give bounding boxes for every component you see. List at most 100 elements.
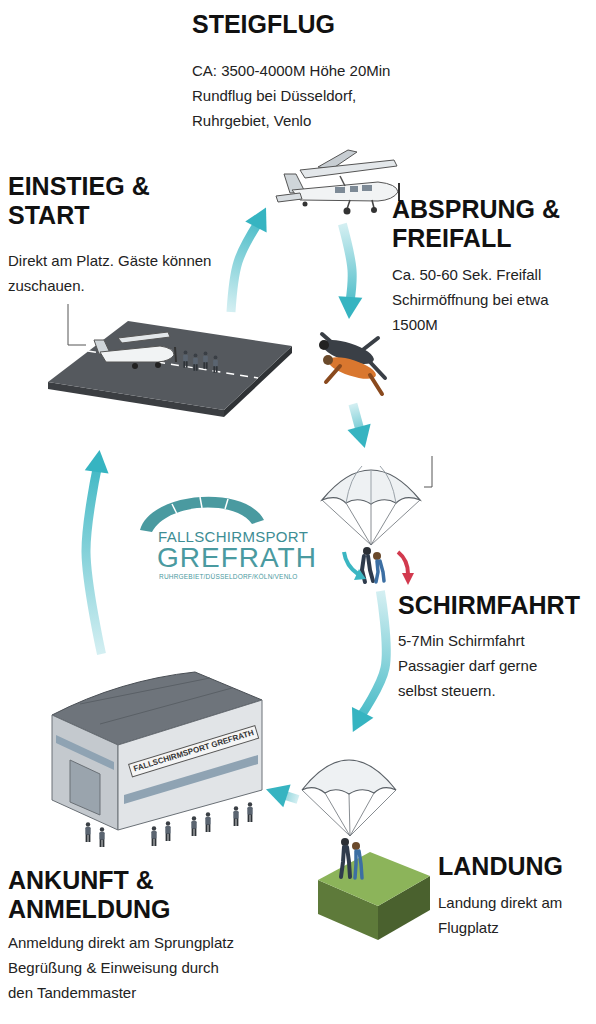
person <box>165 821 170 841</box>
ground-plane-prop <box>175 347 176 362</box>
stage-description: Landung direkt am Flugplatz <box>438 890 588 940</box>
jumper-body <box>376 561 384 582</box>
runway <box>48 321 292 417</box>
jumper-body <box>355 851 362 878</box>
steer-arrow <box>398 552 408 574</box>
window <box>362 185 372 191</box>
head <box>352 842 360 850</box>
steer-arrow <box>344 552 358 574</box>
hangar-building <box>52 672 262 847</box>
jumper-body <box>341 847 350 877</box>
leader-bracket <box>68 304 86 345</box>
door <box>70 760 100 815</box>
grass-top <box>318 852 430 906</box>
strut <box>340 176 345 186</box>
wing <box>300 160 397 178</box>
helmet <box>319 340 329 350</box>
stage-heading: ABSPRUNG & FREIFALL <box>392 195 588 253</box>
arrow-head <box>85 450 109 473</box>
head <box>363 547 371 555</box>
gear <box>372 200 374 208</box>
flow-arrow <box>347 404 370 448</box>
canopy-gores <box>346 466 396 504</box>
climb-plane <box>276 150 399 215</box>
tandem-freefall <box>319 334 385 394</box>
arrow-head <box>338 296 362 319</box>
wheel <box>155 362 161 368</box>
landing-scene <box>302 760 430 940</box>
side-wall <box>52 715 118 830</box>
canopy-stage: SCHIRMFAHRT5-7Min Schirmfahrt Passagier … <box>318 452 422 585</box>
stage-heading: SCHIRMFAHRT <box>398 591 588 620</box>
leader-bracket <box>424 456 432 487</box>
arrow-head <box>347 424 370 448</box>
front-wall <box>118 700 262 830</box>
window-band <box>56 735 114 770</box>
person <box>233 806 238 826</box>
canopy <box>302 760 396 794</box>
flow-arrow <box>352 591 386 732</box>
stage-description: Anmeldung direkt am Sprungplatz Begrüßun… <box>8 930 240 1005</box>
logo-tagline: RUHRGEBIET/DÜSSELDORF/KÖLN/VENLO <box>159 573 298 581</box>
person <box>183 351 188 368</box>
flow-arrow-line <box>342 224 352 301</box>
flow-arrow <box>338 224 362 319</box>
arrow-head <box>245 208 266 233</box>
window <box>350 186 358 192</box>
logo-mark <box>140 497 264 532</box>
arrow-head <box>352 707 373 732</box>
flow-arrow-line <box>361 591 386 716</box>
steer-arrow-head <box>354 569 366 580</box>
freefall-stage: ABSPRUNG & FREIFALLCa. 50-60 Sek. Freifa… <box>310 325 388 400</box>
stage-heading: ANKUNFT & ANMELDUNG <box>8 866 258 924</box>
wheel <box>344 208 351 215</box>
logo-name: GREFRATH <box>157 543 317 573</box>
suspension-lines <box>302 790 396 836</box>
arrow-head <box>266 785 291 808</box>
open-parachute <box>322 466 420 585</box>
climb-stage: STEIGFLUGCA: 3500-4000M Höhe 20Min Rundf… <box>272 148 400 218</box>
limb <box>326 366 340 382</box>
landing-stage: LANDUNGLandung direkt am Flugplatz <box>300 738 432 943</box>
person <box>203 352 208 369</box>
person <box>213 356 218 373</box>
steer-arrow-head <box>402 573 414 585</box>
person <box>191 816 196 836</box>
window <box>335 187 345 193</box>
person <box>151 826 156 846</box>
flow-arrow-line <box>353 404 360 431</box>
ground-plane-wing <box>118 332 170 343</box>
stage-heading: LANDUNG <box>438 852 590 881</box>
wheel <box>132 363 138 369</box>
person <box>99 827 104 847</box>
flow-arrow-line <box>231 224 258 312</box>
wheel <box>303 202 308 207</box>
stage-description: CA: 3500-4000M Höhe 20Min Rundflug bei D… <box>192 58 402 133</box>
stage-description: 5-7Min Schirmfahrt Passagier darf gerne … <box>398 628 570 703</box>
stabilizer <box>276 193 302 202</box>
ground-plane-body <box>100 346 174 362</box>
limb <box>370 375 382 394</box>
flow-arrow <box>85 450 109 654</box>
person <box>247 802 252 822</box>
boarding-stage: EINSTIEG & STARTDirekt am Platz. Gäste k… <box>45 318 293 414</box>
flow-arrow-line <box>86 468 102 654</box>
stage-heading: EINSTIEG & START <box>8 172 193 230</box>
flow-arrow <box>231 208 267 313</box>
logo-canopy <box>140 497 264 532</box>
stage-heading: STEIGFLUG <box>192 10 437 39</box>
flow-arrow <box>266 785 298 808</box>
person <box>193 354 198 371</box>
runway-top <box>48 321 292 410</box>
logo-gores <box>172 497 228 514</box>
stage-description: Direkt am Platz. Gäste können zuschauen. <box>8 248 243 298</box>
stage-description: Ca. 50-60 Sek. Freifall Schirmöffnung be… <box>392 262 588 337</box>
person <box>205 812 210 832</box>
suspension-lines <box>322 500 420 545</box>
head <box>373 552 381 560</box>
head <box>323 355 333 365</box>
wheel <box>371 207 377 213</box>
head <box>341 838 349 846</box>
person <box>85 822 90 842</box>
